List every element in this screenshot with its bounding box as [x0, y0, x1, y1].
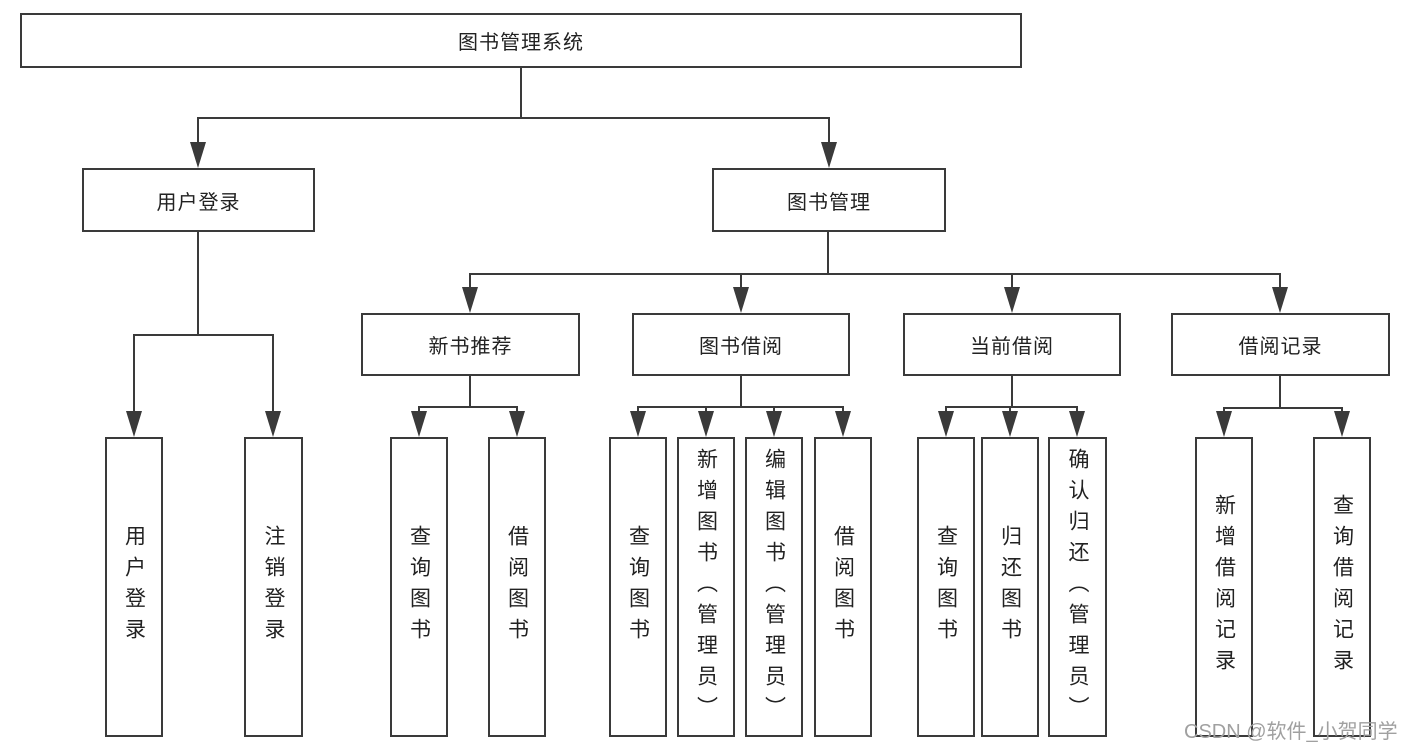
connector-stem [469, 273, 471, 287]
connector-recommend-drop [469, 376, 471, 407]
leaf-add-book-admin: 新增图书（管理员） [677, 437, 735, 737]
connector-stem [197, 117, 199, 144]
arrow-down-icon [821, 142, 837, 168]
connector-stem [516, 406, 518, 412]
node-label: 新书推荐 [428, 336, 513, 358]
node-label: 图书借阅 [699, 336, 783, 358]
leaf-label: 编辑图书（管理员） [762, 447, 786, 727]
connector-stem [418, 406, 420, 412]
connector-borrow-rail [638, 406, 844, 408]
connector-stem [1279, 273, 1281, 287]
node-root-library-system: 图书管理系统 [20, 13, 1022, 68]
leaf-query-books-current: 查询图书 [917, 437, 975, 737]
arrow-down-icon [1004, 287, 1020, 313]
connector-stem [637, 406, 639, 412]
arrow-down-icon [1272, 287, 1288, 313]
connector-recommend-rail [419, 406, 518, 408]
connector-stem [773, 406, 775, 412]
leaf-label: 注销登录 [262, 525, 285, 649]
connector-user-login-rail [133, 334, 274, 336]
leaf-user-login: 用户登录 [105, 437, 163, 737]
arrow-down-icon [835, 411, 851, 437]
arrow-down-icon [698, 411, 714, 437]
leaf-label: 查询图书 [934, 525, 958, 649]
connector-stem [1341, 407, 1343, 412]
leaf-logout: 注销登录 [244, 437, 303, 737]
arrow-down-icon [733, 287, 749, 313]
watermark-csdn: CSDN @软件_小贺同学 [1184, 721, 1398, 743]
connector-stem [740, 273, 742, 287]
connector-current-rail [946, 406, 1078, 408]
arrow-down-icon [190, 142, 206, 168]
node-root-label: 图书管理系统 [458, 32, 584, 54]
leaf-edit-book-admin: 编辑图书（管理员） [745, 437, 803, 737]
connector-stem [842, 406, 844, 412]
leaf-return-books: 归还图书 [981, 437, 1039, 737]
connector-stem [705, 406, 707, 412]
connector-stem [1223, 407, 1225, 412]
leaf-confirm-return-admin: 确认归还（管理员） [1048, 437, 1107, 737]
connector-user-login-drop [197, 232, 199, 335]
leaf-label: 归还图书 [998, 525, 1022, 649]
arrow-down-icon [462, 287, 478, 313]
connector-current-drop [1011, 376, 1013, 407]
leaf-label: 新增图书（管理员） [694, 447, 718, 727]
connector-stem [1011, 273, 1013, 287]
node-label: 借阅记录 [1238, 336, 1323, 358]
leaf-query-books-recommend: 查询图书 [390, 437, 448, 737]
node-label: 用户登录 [156, 191, 241, 214]
connector-level2-rail [198, 117, 830, 119]
arrow-down-icon [1334, 411, 1350, 437]
arrow-down-icon [1216, 411, 1232, 437]
node-book-borrow: 图书借阅 [632, 313, 850, 376]
connector-level3-rail [470, 273, 1281, 275]
leaf-label: 查询图书 [407, 525, 431, 649]
connector-records-rail [1224, 407, 1342, 409]
leaf-query-borrow-record: 查询借阅记录 [1313, 437, 1371, 737]
leaf-borrow-books-recommend: 借阅图书 [488, 437, 546, 737]
node-label: 当前借阅 [970, 336, 1054, 358]
arrow-down-icon [265, 411, 281, 437]
connector-stem [828, 117, 830, 144]
leaf-label: 查询借阅记录 [1330, 494, 1354, 680]
connector-stem [1009, 406, 1011, 412]
leaf-label: 新增借阅记录 [1212, 494, 1236, 680]
connector-root-drop [520, 66, 522, 118]
node-new-book-recommend: 新书推荐 [361, 313, 580, 376]
leaf-label: 确认归还（管理员） [1066, 447, 1089, 727]
connector-book-mgmt-drop [827, 232, 829, 274]
arrow-down-icon [938, 411, 954, 437]
leaf-query-books-borrow: 查询图书 [609, 437, 667, 737]
node-user-login: 用户登录 [82, 168, 315, 232]
node-current-borrow: 当前借阅 [903, 313, 1121, 376]
node-borrow-records: 借阅记录 [1171, 313, 1390, 376]
leaf-label: 借阅图书 [505, 525, 529, 649]
connector-stem [945, 406, 947, 412]
node-label: 图书管理 [787, 191, 871, 214]
arrow-down-icon [766, 411, 782, 437]
arrow-down-icon [509, 411, 525, 437]
leaf-add-borrow-record: 新增借阅记录 [1195, 437, 1253, 737]
connector-stem [133, 334, 135, 411]
arrow-down-icon [1069, 411, 1085, 437]
leaf-label: 用户登录 [122, 525, 146, 649]
leaf-borrow-books: 借阅图书 [814, 437, 872, 737]
connector-stem [1076, 406, 1078, 412]
node-book-management: 图书管理 [712, 168, 946, 232]
leaf-label: 查询图书 [626, 525, 650, 649]
arrow-down-icon [630, 411, 646, 437]
connector-records-drop [1279, 376, 1281, 408]
arrow-down-icon [1002, 411, 1018, 437]
arrow-down-icon [126, 411, 142, 437]
leaf-label: 借阅图书 [831, 525, 855, 649]
arrow-down-icon [411, 411, 427, 437]
connector-borrow-drop [740, 376, 742, 407]
connector-stem [272, 334, 274, 411]
